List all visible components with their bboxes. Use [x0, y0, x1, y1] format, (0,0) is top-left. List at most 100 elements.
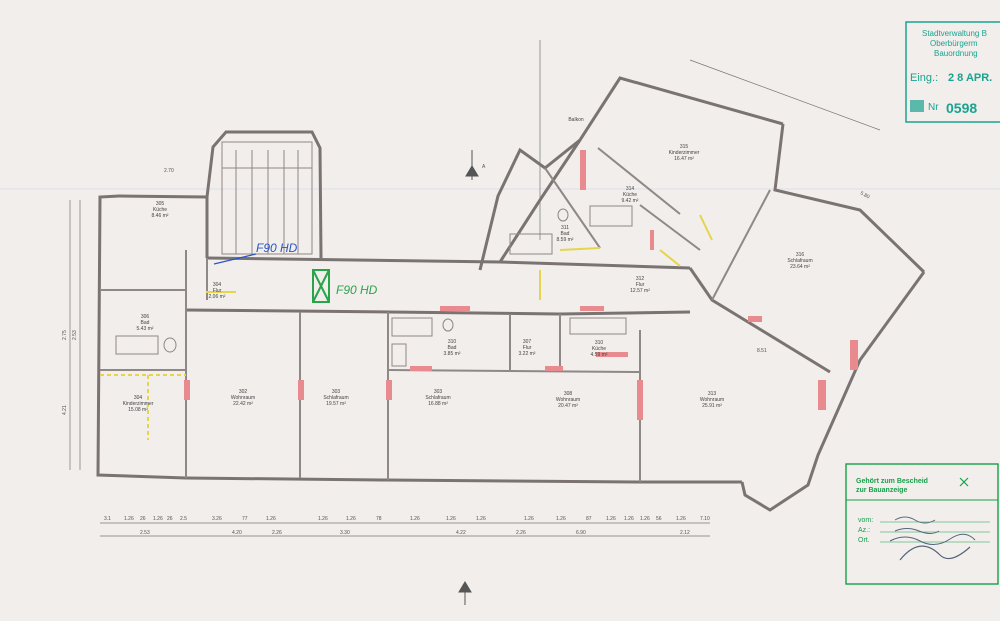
room-314-name: Küche — [623, 192, 637, 198]
dim-b2-3: 3.30 — [340, 530, 350, 536]
room-316-num: 316 — [796, 252, 805, 258]
dim-b1-16: 1.26 — [556, 516, 566, 522]
dim-b1-19: 87 — [586, 516, 592, 522]
stamp-received: Stadtverwaltung B Oberbürgerm Bauordnung… — [905, 21, 1000, 123]
dim-b1-11: 1.26 — [410, 516, 420, 522]
room-315-num: 315 — [680, 144, 689, 150]
room-314-area: 9.42 m² — [622, 198, 639, 204]
stamp-ort-label: Ort. — [858, 537, 870, 544]
dim-b1-4: 26 — [167, 516, 173, 522]
stamp-approval-line1: Gehört zum Bescheid — [856, 478, 928, 485]
stamp-line3: Bauordnung — [934, 49, 978, 58]
room-304-num: 304 — [134, 395, 143, 401]
dim-b2-0: 2.53 — [140, 530, 150, 536]
fixtures — [115, 205, 633, 367]
room-306-area: 5.43 m² — [137, 326, 154, 332]
room-312-num: 312 — [636, 276, 645, 282]
room-312-name: Flur — [636, 282, 645, 288]
bottom-dimensions-row2: 2.53 4.20 2.26 3.30 4.22 2.26 6.90 2.12 — [140, 530, 690, 536]
dim-b2-7: 2.12 — [680, 530, 690, 536]
section-marker-bottom — [458, 581, 472, 605]
dim-b1-3: 1.26 — [153, 516, 163, 522]
room-305-num: 305 — [156, 201, 165, 207]
dim-b2-4: 4.22 — [456, 530, 466, 536]
stamp-approval-line2: zur Bauanzeige — [856, 487, 907, 494]
room-310-kueche-area: 4.59 m² — [591, 352, 608, 358]
f90-note-mid: F90 HD — [336, 283, 378, 297]
stamp-emblem-icon — [910, 100, 924, 112]
dim-b1-12: 78 — [376, 516, 382, 522]
room-310-bad-area: 3.85 m² — [444, 351, 461, 357]
stamp-vom-label: vom: — [858, 517, 873, 524]
room-306-name: Bad — [141, 320, 150, 326]
dim-b1-9: 1.26 — [318, 516, 328, 522]
room-303b-num: 303 — [434, 389, 443, 395]
dim-left-2: 2.53 — [72, 330, 78, 340]
room-304-name: Kinderzimmer — [123, 401, 154, 407]
room-304-flur-num: 304 — [213, 282, 222, 288]
room-304-flur-area: 2.06 m² — [209, 294, 226, 300]
room-316-area: 23.64 m² — [790, 264, 810, 270]
stamp-check-icon — [959, 477, 969, 487]
room-302-area: 22.42 m² — [233, 401, 253, 407]
dim-b1-1: 1.26 — [124, 516, 134, 522]
signature-scribble — [899, 545, 971, 561]
dimension-lines — [69, 40, 881, 537]
room-310-kueche-num: 310 — [595, 340, 604, 346]
f90-arrow — [213, 253, 257, 265]
room-315-name: Kinderzimmer — [669, 150, 700, 156]
dim-b1-5: 2.5 — [180, 516, 187, 522]
green-fire-door — [312, 269, 330, 303]
room-labels: 305 Küche 8.46 m² 306 Bad 5.43 m² 304 Ki… — [123, 117, 813, 413]
dim-b2-2: 2.26 — [272, 530, 282, 536]
room-312-area: 12.57 m² — [630, 288, 650, 294]
room-302-num: 302 — [239, 389, 248, 395]
dim-b2-1: 4.20 — [232, 530, 242, 536]
room-303a-area: 19.57 m² — [326, 401, 346, 407]
room-305-name: Küche — [153, 207, 167, 213]
room-315-area: 16.47 m² — [674, 156, 694, 162]
dim-b1-13: 1.26 — [446, 516, 456, 522]
room-302-name: Wohnraum — [231, 395, 255, 401]
room-307-num: 307 — [523, 339, 532, 345]
building-walls — [96, 76, 926, 512]
yellow-markings — [100, 214, 713, 440]
dim-top-left: 2.70 — [164, 168, 174, 174]
room-303b-name: Schlafraum — [425, 395, 450, 401]
room-304-area: 15.08 m² — [128, 407, 148, 413]
stamp-nr-label: Nr — [928, 102, 939, 113]
room-303a-num: 303 — [332, 389, 341, 395]
room-310-bad-num: 310 — [448, 339, 457, 345]
dim-right-top: 5.80 — [859, 190, 871, 200]
dim-b1-21: 56 — [656, 516, 662, 522]
section-marker-top — [465, 150, 479, 180]
dim-b1-14: 1.26 — [476, 516, 486, 522]
dim-b1-7: 77 — [242, 516, 248, 522]
stamp-line1: Stadtverwaltung B — [922, 29, 987, 38]
stamp-eing-label: Eing.: — [910, 72, 938, 84]
dim-b1-23: 7.10 — [700, 516, 710, 522]
stamp-az-label: Az.: — [858, 527, 870, 534]
dim-b2-6: 6.90 — [576, 530, 586, 536]
room-303b-area: 16.88 m² — [428, 401, 448, 407]
room-306-num: 306 — [141, 314, 150, 320]
room-313-name: Wohnraum — [700, 397, 724, 403]
dim-b1-2: 26 — [140, 516, 146, 522]
room-303a-name: Schlafraum — [323, 395, 348, 401]
room-305-area: 8.46 m² — [152, 213, 169, 219]
dim-left-1: 2.75 — [62, 330, 68, 340]
room-308-area: 20.47 m² — [558, 403, 578, 409]
dim-b1-6: 3.26 — [212, 516, 222, 522]
stamp-approval: Gehört zum Bescheid zur Bauanzeige vom: … — [845, 463, 999, 585]
room-310-kueche-name: Küche — [592, 346, 606, 352]
room-313-num: 313 — [708, 391, 717, 397]
stamp-nr-value: 0598 — [946, 100, 977, 116]
room-313-area: 25.91 m² — [702, 403, 722, 409]
room-308-name: Wohnraum — [556, 397, 580, 403]
dim-b1-0: 3.1 — [104, 516, 111, 522]
dim-b1-10: 1.26 — [346, 516, 356, 522]
dim-b2-5: 2.26 — [516, 530, 526, 536]
handwritten-entries — [889, 516, 976, 545]
room-311-area: 8.59 m² — [557, 237, 574, 243]
